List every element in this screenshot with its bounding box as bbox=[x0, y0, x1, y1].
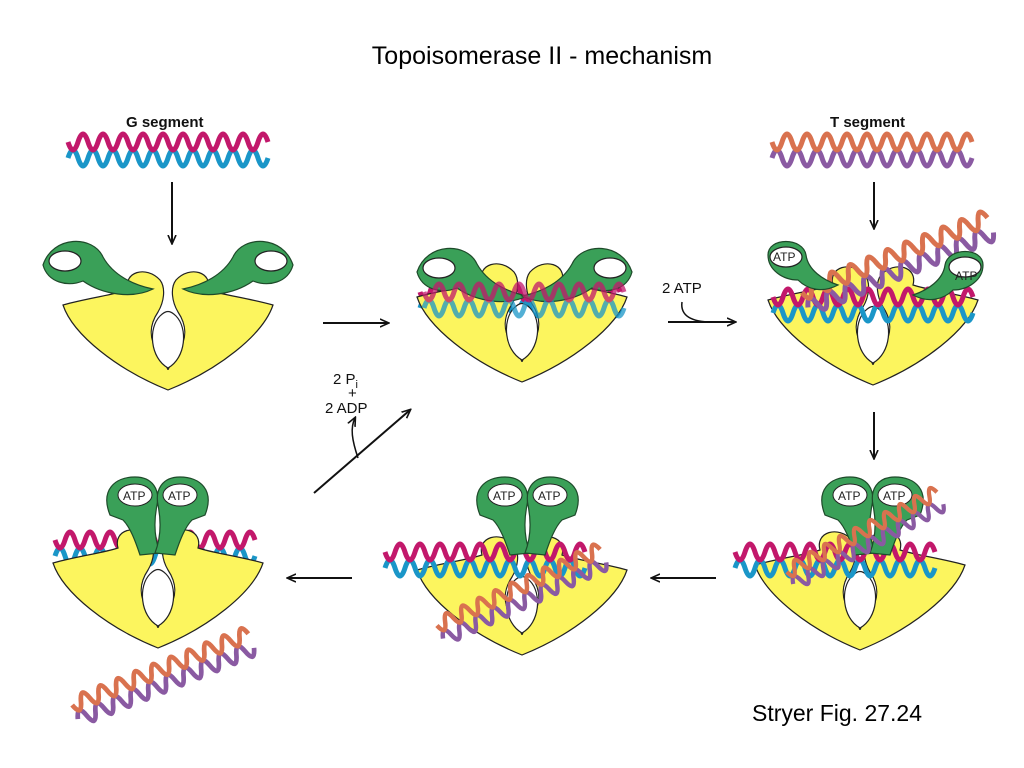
t-segment-dna bbox=[772, 134, 972, 166]
atp-arm-right-step3 bbox=[911, 251, 984, 301]
figure-citation: Stryer Fig. 27.24 bbox=[752, 700, 923, 726]
atp-dimer-step6: ATP ATP bbox=[106, 476, 209, 556]
g-segment-text: G segment bbox=[126, 114, 204, 131]
enzyme-open bbox=[42, 240, 294, 391]
g-segment-label: G segment bbox=[126, 114, 204, 131]
atp-text-5a: ATP bbox=[493, 489, 515, 503]
t-segment-text: T segment bbox=[830, 114, 905, 131]
atp-text-3a: ATP bbox=[773, 250, 795, 264]
atp-text-3b: ATP bbox=[955, 269, 977, 283]
atp-text-5b: ATP bbox=[538, 489, 560, 503]
products-label: 2 Pi + 2 ADP bbox=[325, 371, 368, 417]
plus-text: + bbox=[348, 385, 357, 402]
g-segment-dna bbox=[68, 134, 268, 166]
two-adp-text: 2 ADP bbox=[325, 400, 368, 417]
product-release-curve bbox=[352, 418, 359, 459]
two-atp-label: 2 ATP bbox=[662, 280, 702, 297]
atp-text-4b: ATP bbox=[883, 489, 905, 503]
atp-input-curve bbox=[681, 301, 713, 323]
arrow-step6-to-2 bbox=[313, 410, 410, 494]
two-pi-text: 2 Pi bbox=[333, 371, 358, 391]
atp-text-6a: ATP bbox=[123, 489, 145, 503]
atp-arm-left-step3: ATP bbox=[767, 241, 840, 291]
atp-text-6b: ATP bbox=[168, 489, 190, 503]
slide-title: Topoisomerase II - mechanism bbox=[371, 42, 713, 70]
atp-dimer-step5: ATP ATP bbox=[476, 476, 579, 556]
atp-text-4a: ATP bbox=[838, 489, 860, 503]
